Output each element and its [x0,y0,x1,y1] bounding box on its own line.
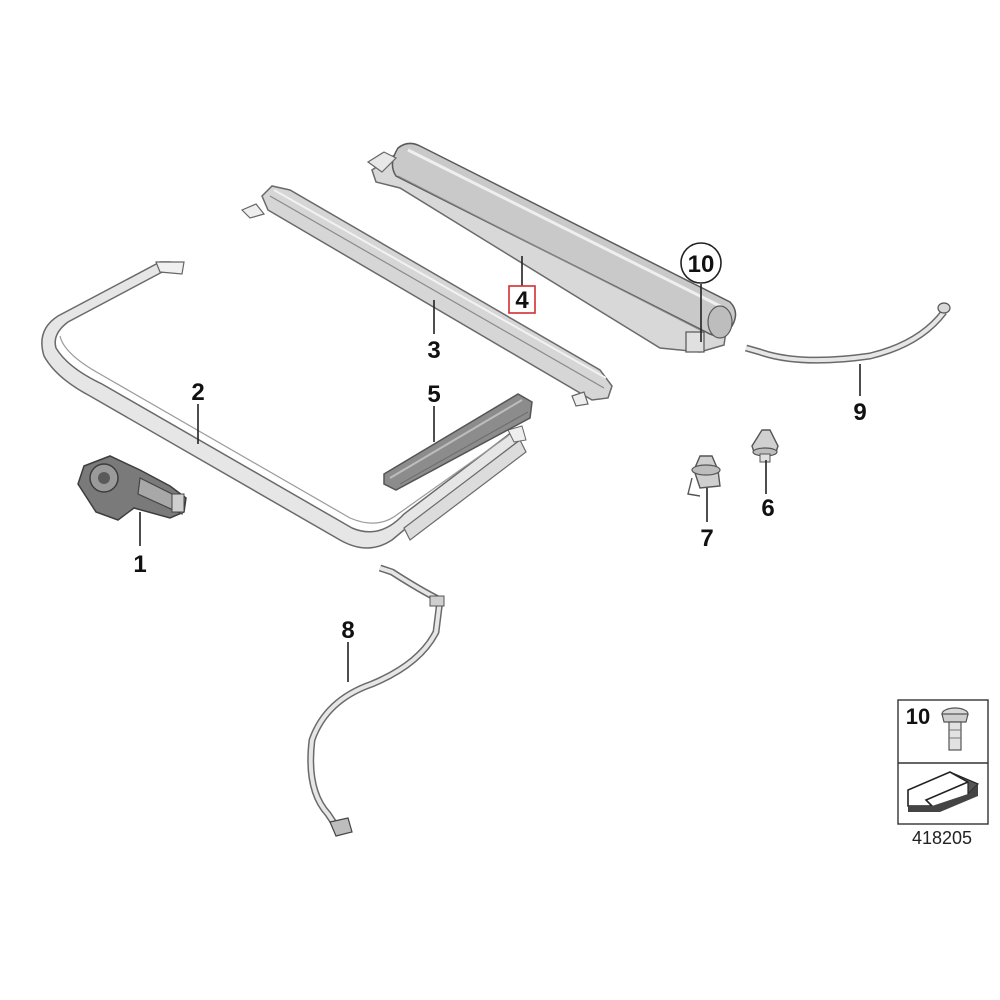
part-1-drive-motor [77,455,187,521]
highlight-box [508,285,536,314]
legend-part-number: 10 [906,704,930,729]
label-7: 7 [700,525,713,552]
label-5: 5 [427,381,440,408]
diagram-number: 418205 [912,828,972,848]
part-6-clip [751,429,779,463]
label-6: 6 [761,495,774,522]
part-5-deflector [383,393,533,491]
part-4-roller-blind [366,142,737,353]
label-3: 3 [427,337,440,364]
part-9-drain-hose [745,302,951,364]
label-8: 8 [341,617,354,644]
label-1: 1 [133,551,146,578]
part-8-drain-hose [307,564,445,837]
label-10: 10 [688,251,715,278]
label-4: 4 [515,287,529,314]
legend-box: 10 [897,699,989,825]
label-10-circle [680,242,722,284]
arrow-icon [907,771,980,812]
label-9: 9 [853,399,866,426]
part-7-holder [687,455,721,497]
part-2-frame [41,261,527,549]
part-3-guide-rail [240,185,613,407]
screw-icon [941,707,969,751]
label-2: 2 [191,379,204,406]
